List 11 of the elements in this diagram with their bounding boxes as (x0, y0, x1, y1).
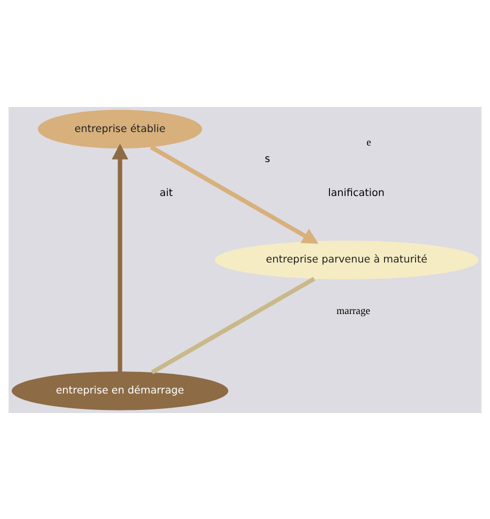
label: marrage (336, 306, 370, 317)
arrow (150, 144, 318, 244)
label: ait (160, 186, 173, 198)
node-ellipse: entreprise en démarrage (12, 371, 228, 410)
arrow (112, 143, 128, 372)
connector (150, 276, 316, 374)
label: s (264, 152, 270, 165)
label: e (366, 136, 372, 148)
node-ellipse: entreprise parvenue à maturité (214, 240, 479, 279)
label: lanification (328, 186, 385, 198)
node-ellipse: entreprise établie (38, 109, 202, 148)
